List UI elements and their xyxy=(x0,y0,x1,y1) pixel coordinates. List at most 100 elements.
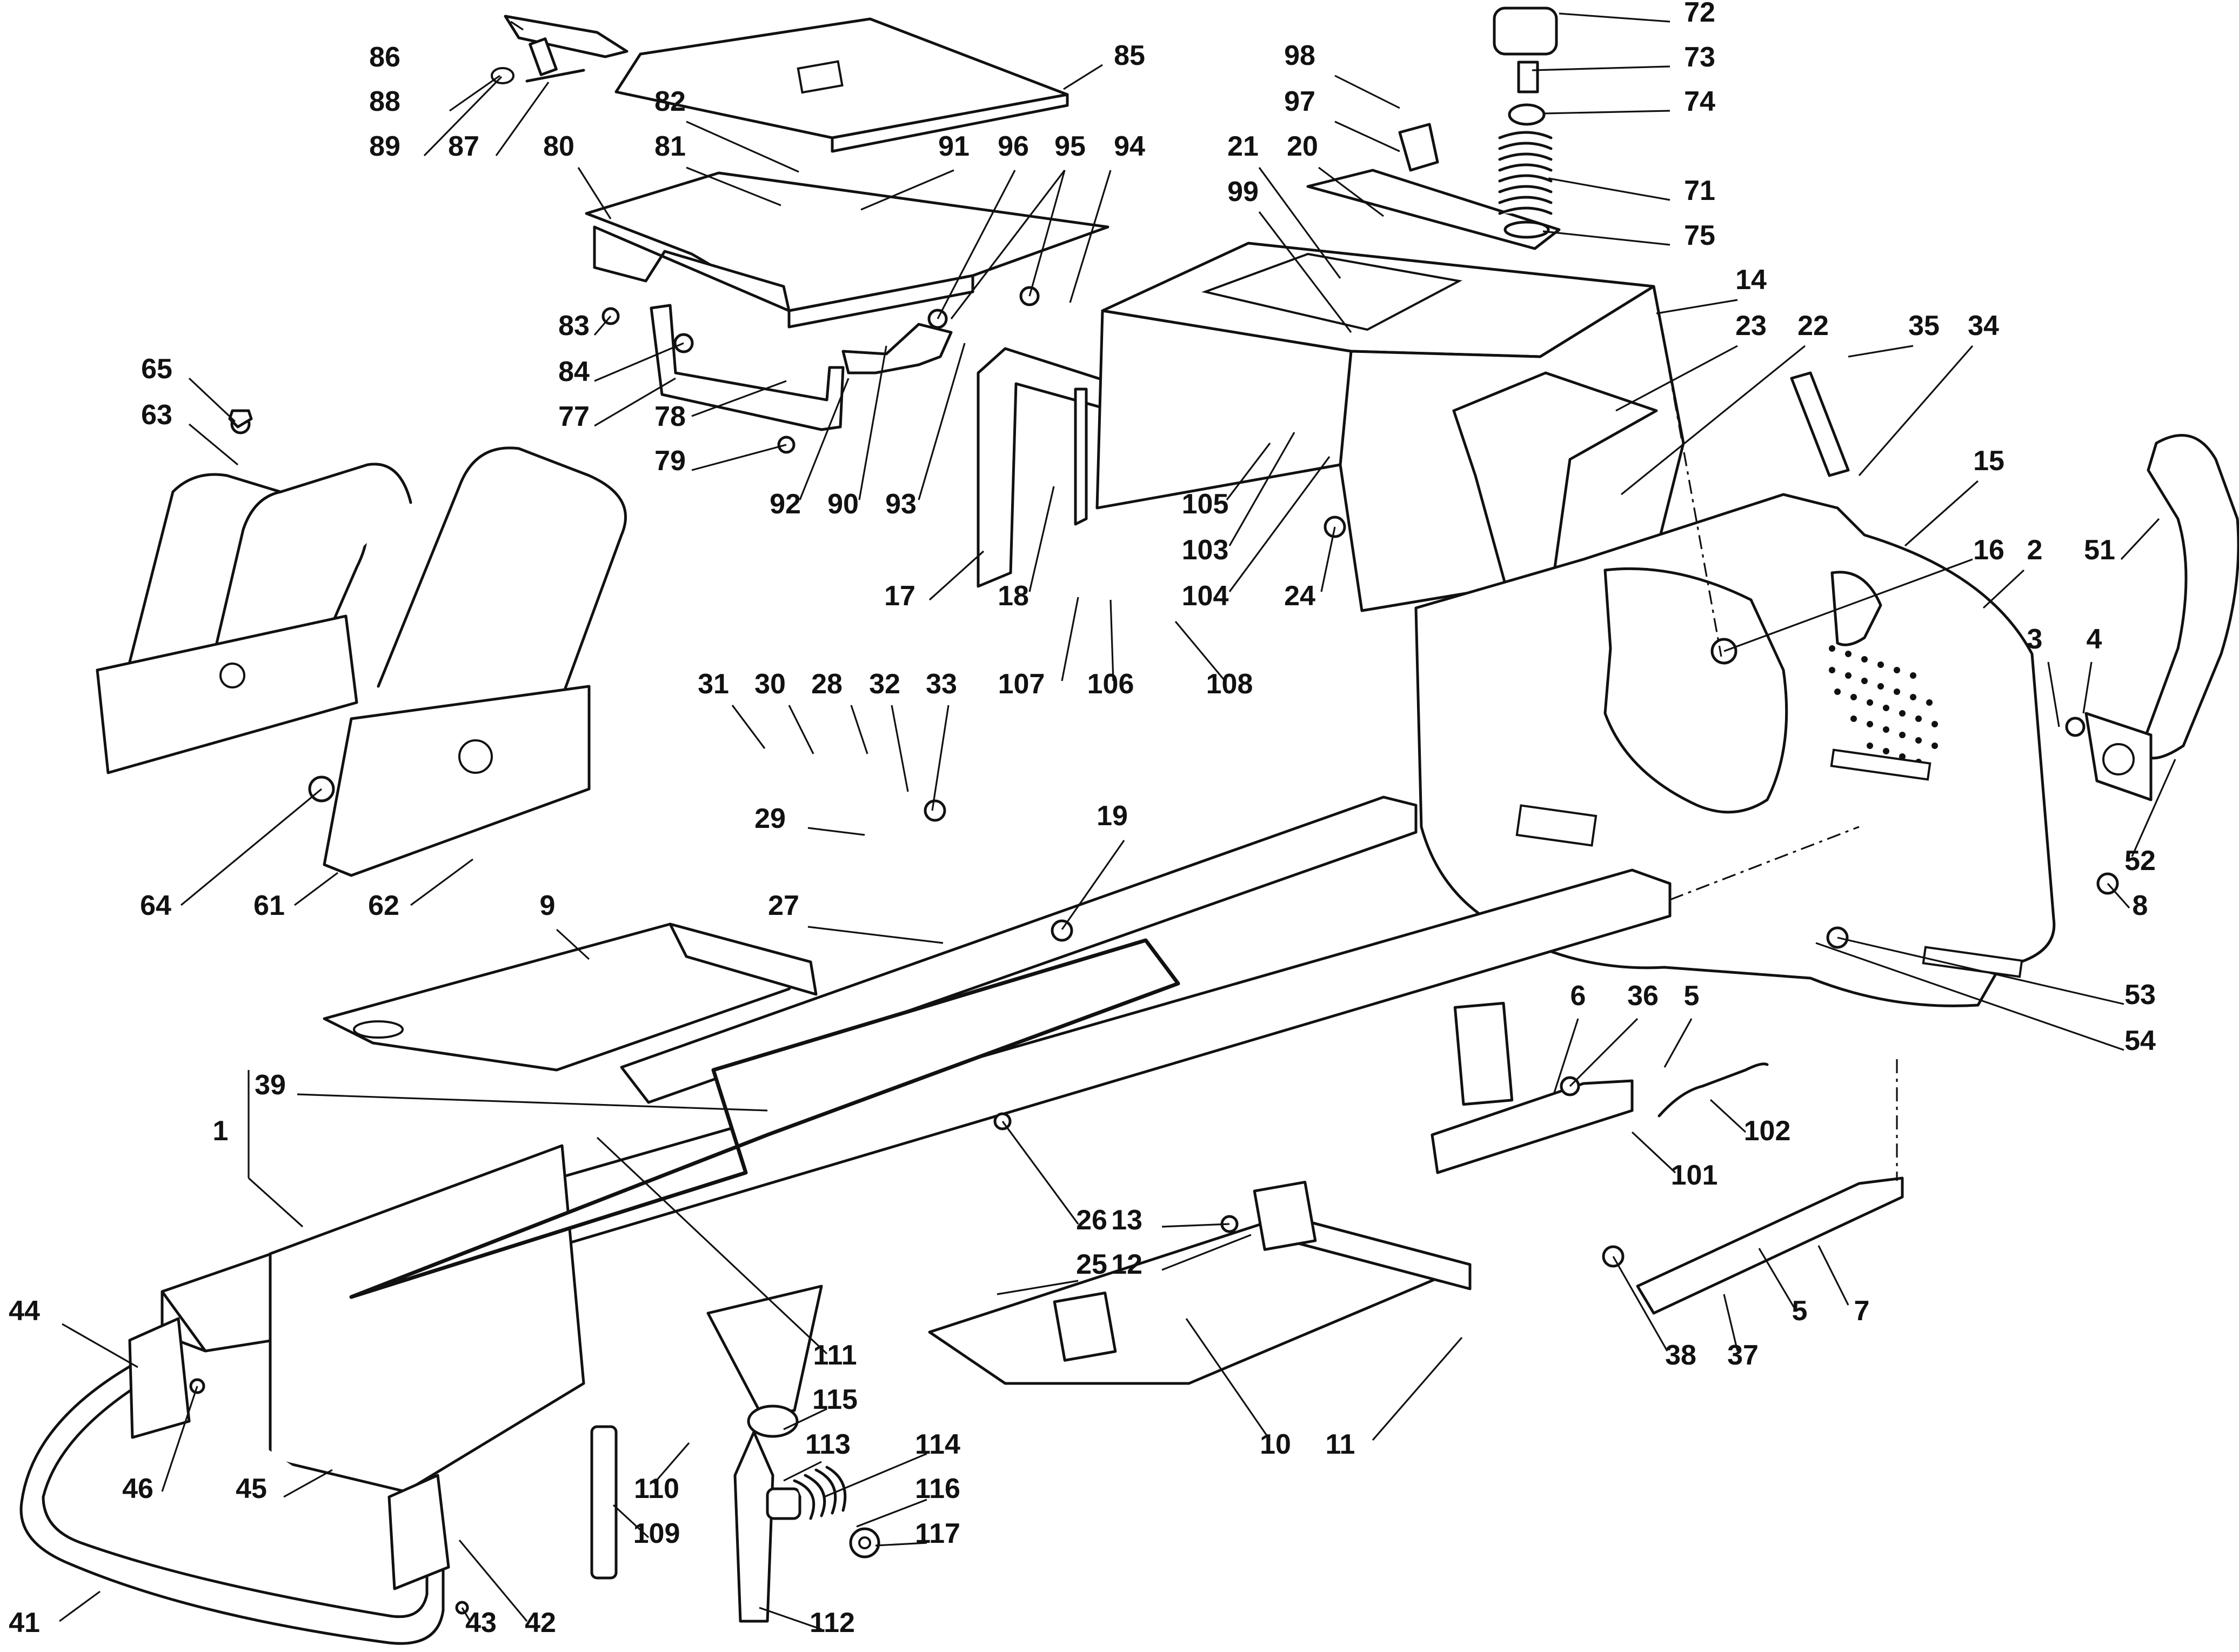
leader-line-c18 xyxy=(1028,486,1055,592)
part-tank-bracket xyxy=(1452,371,1658,596)
callout-label-c80: 80 xyxy=(543,131,574,162)
leader-line-c42 xyxy=(458,1539,528,1622)
leader-line-c36 xyxy=(1569,1018,1639,1087)
callout-label-c65: 65 xyxy=(141,353,172,385)
callout-label-c36: 36 xyxy=(1627,980,1659,1012)
callout-label-c110: 110 xyxy=(634,1473,679,1504)
leader-line-c92 xyxy=(799,378,850,500)
callout-label-c39: 39 xyxy=(255,1069,286,1101)
callout-label-c14: 14 xyxy=(1735,264,1767,296)
callout-1-leader xyxy=(248,1177,304,1228)
leader-line-c81 xyxy=(686,166,781,206)
leader-line-c89 xyxy=(423,76,503,157)
callout-label-c96: 96 xyxy=(998,131,1029,162)
leader-line-c39 xyxy=(297,1093,768,1112)
leader-line-c71 xyxy=(1548,177,1670,201)
callout-label-c79: 79 xyxy=(654,445,686,477)
part-handle-frame xyxy=(96,446,627,877)
leader-line-c7 xyxy=(1817,1245,1849,1306)
leader-line-c95b xyxy=(950,170,1066,319)
callout-label-c87: 87 xyxy=(448,131,479,162)
callout-label-c28: 28 xyxy=(811,668,843,700)
leader-line-c53 xyxy=(1837,937,2124,1005)
callout-label-c86: 86 xyxy=(369,42,400,73)
leader-line-c61 xyxy=(294,872,338,906)
callout-label-c3: 3 xyxy=(2027,624,2043,655)
callout-label-c85: 85 xyxy=(1114,40,1145,71)
leader-line-c84 xyxy=(594,342,684,382)
callout-label-c111: 111 xyxy=(813,1340,857,1371)
callout-label-c63: 63 xyxy=(141,399,172,431)
leader-line-c101 xyxy=(1631,1131,1676,1174)
leader-line-c46 xyxy=(161,1386,198,1492)
callout-label-c92: 92 xyxy=(770,489,801,520)
leader-line-c74 xyxy=(1542,110,1670,115)
callout-label-c94: 94 xyxy=(1114,131,1145,162)
part-chassis-frame xyxy=(161,795,1672,1493)
callout-label-c2: 2 xyxy=(2027,534,2043,566)
leader-line-c94 xyxy=(1069,170,1112,303)
leader-line-c104 xyxy=(1228,456,1331,592)
leader-line-c103 xyxy=(1228,432,1295,546)
leader-line-c78 xyxy=(691,380,787,417)
leader-line-c25 xyxy=(997,1280,1079,1295)
alignment-line-column xyxy=(1653,286,1722,657)
callout-label-c33: 33 xyxy=(926,668,957,700)
leader-line-c10 xyxy=(1185,1318,1271,1441)
callout-label-c30: 30 xyxy=(754,668,786,700)
callout-label-c64: 64 xyxy=(140,890,171,921)
callout-label-c61: 61 xyxy=(253,890,285,921)
callout-label-c91: 91 xyxy=(938,131,970,162)
callout-label-c81: 81 xyxy=(654,131,686,162)
leader-line-c16 xyxy=(1723,558,1973,652)
callout-label-c41: 41 xyxy=(9,1607,40,1638)
leader-line-c14 xyxy=(1656,299,1738,315)
leader-line-c72 xyxy=(1559,12,1670,23)
callout-label-c95: 95 xyxy=(1054,131,1086,162)
callout-label-c78: 78 xyxy=(654,401,686,432)
callout-label-c90: 90 xyxy=(827,489,859,520)
callout-label-c77: 77 xyxy=(558,401,590,432)
callout-label-c5a: 5 xyxy=(1684,980,1700,1012)
leader-line-c6 xyxy=(1553,1018,1579,1095)
leader-line-c75 xyxy=(1542,230,1670,246)
callout-label-c29: 29 xyxy=(754,803,786,834)
callout-label-c44: 44 xyxy=(9,1295,40,1327)
leader-line-c8 xyxy=(2107,882,2130,909)
leader-line-c80 xyxy=(577,167,612,219)
leader-line-c86 xyxy=(510,21,524,31)
callout-label-c17: 17 xyxy=(884,580,915,612)
callout-label-c74: 74 xyxy=(1684,86,1715,117)
callout-label-c31: 31 xyxy=(698,668,729,700)
callout-label-c15: 15 xyxy=(1973,445,2004,477)
callout-label-c1: 1 xyxy=(213,1115,229,1147)
callout-label-c24: 24 xyxy=(1284,580,1315,612)
callout-label-c84: 84 xyxy=(558,356,590,387)
leader-line-c30 xyxy=(788,705,814,754)
callout-label-c51: 51 xyxy=(2084,534,2115,566)
leader-line-c22 xyxy=(1620,345,1806,496)
callout-label-c43: 43 xyxy=(465,1607,497,1638)
leader-line-c62 xyxy=(410,858,473,906)
leader-line-c111 xyxy=(596,1136,828,1355)
callout-label-c114: 114 xyxy=(915,1429,960,1460)
leader-line-c13 xyxy=(1161,1223,1230,1228)
leader-line-c12 xyxy=(1161,1234,1252,1271)
callout-label-c107: 107 xyxy=(998,668,1045,700)
callout-label-c45: 45 xyxy=(236,1473,267,1504)
leader-line-c37 xyxy=(1723,1294,1739,1352)
callout-label-c109: 109 xyxy=(633,1518,680,1549)
leader-line-c77 xyxy=(594,377,676,427)
callout-label-c12: 12 xyxy=(1111,1249,1142,1280)
callout-label-c19: 19 xyxy=(1097,800,1128,832)
leader-line-c11 xyxy=(1372,1336,1463,1441)
callout-label-c13: 13 xyxy=(1111,1205,1142,1236)
callout-label-c103: 103 xyxy=(1182,534,1229,566)
part-cover-plate xyxy=(614,17,1069,153)
leader-line-c4 xyxy=(2082,661,2093,714)
leader-line-c88 xyxy=(449,75,500,112)
callout-label-c8: 8 xyxy=(2133,890,2148,921)
leader-line-c87 xyxy=(495,82,550,156)
part-lower-bracket xyxy=(650,304,953,431)
leader-line-c20 xyxy=(1318,166,1384,217)
